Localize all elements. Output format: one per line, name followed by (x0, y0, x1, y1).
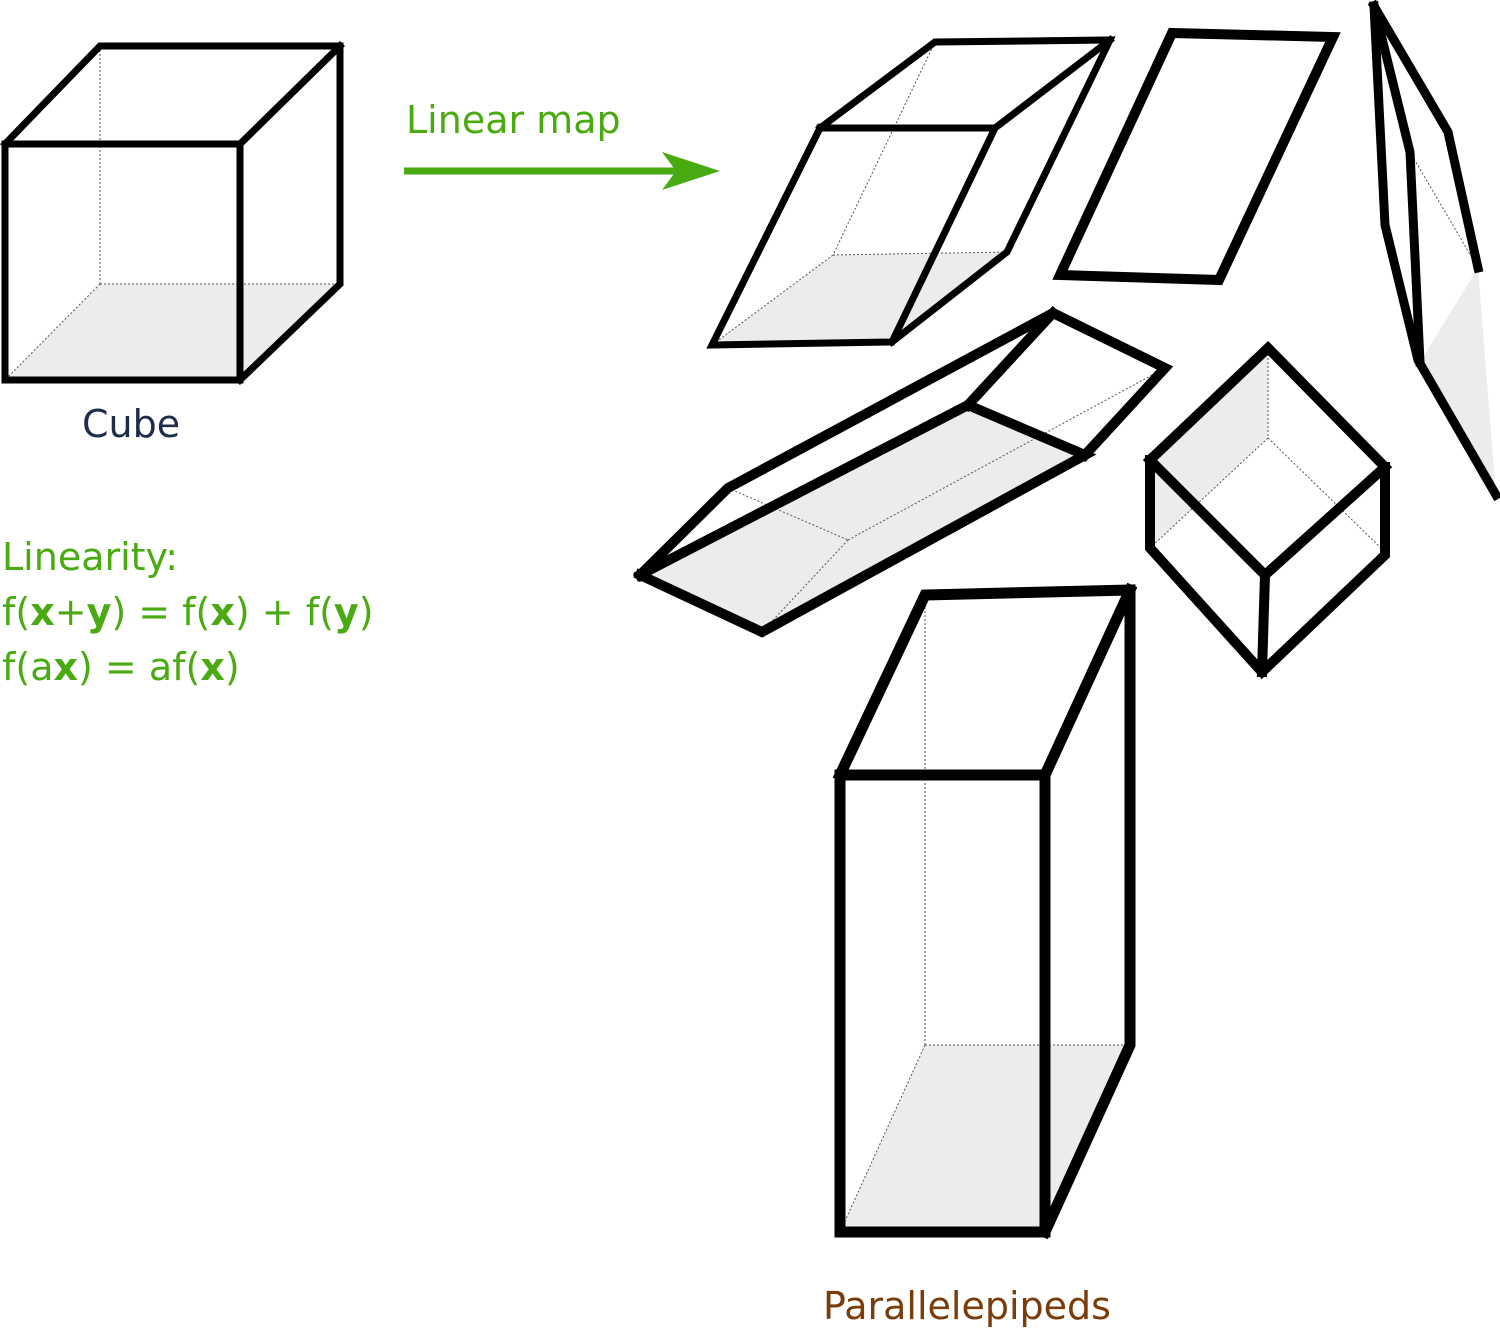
parallelepiped-6 (832, 582, 1138, 1240)
equation-part: x (30, 590, 55, 634)
equation-part: y (333, 590, 359, 634)
linearity-equation-additivity: f(x+y) = f(x) + f(y) (2, 585, 374, 640)
parallelepiped-3 (1367, 0, 1500, 502)
cube-shape (0, 41, 345, 385)
equation-part: x (210, 590, 235, 634)
equation-part: x (53, 645, 79, 689)
parallelepipeds-label: Parallelepipeds (823, 1284, 1111, 1328)
parallelepiped-1 (706, 35, 1116, 349)
linearity-equation-homogeneity: f(ax) = af(x) (2, 640, 374, 695)
equation-part: y (86, 590, 112, 634)
linearity-title: Linearity: (2, 535, 179, 579)
equation-part: ) (224, 645, 240, 689)
equation-part: ) (358, 590, 374, 634)
parallelepiped-2 (1052, 27, 1341, 286)
equation-part: + (54, 590, 87, 634)
equation-part: f( (2, 590, 31, 634)
equation-part: ) = f( (111, 590, 211, 634)
equation-part: ) = af( (78, 645, 201, 689)
parallelepiped-4 (632, 305, 1174, 638)
linear-map-arrow (404, 152, 720, 190)
equation-part: ) + f( (234, 590, 334, 634)
cube-label: Cube (82, 402, 181, 446)
linear-map-label: Linear map (406, 98, 621, 142)
equation-part: f(a (2, 645, 54, 689)
linearity-block: Linearity: f(x+y) = f(x) + f(y) f(ax) = … (2, 530, 374, 695)
equation-part: x (200, 645, 225, 689)
parallelepiped-5 (1142, 340, 1393, 680)
